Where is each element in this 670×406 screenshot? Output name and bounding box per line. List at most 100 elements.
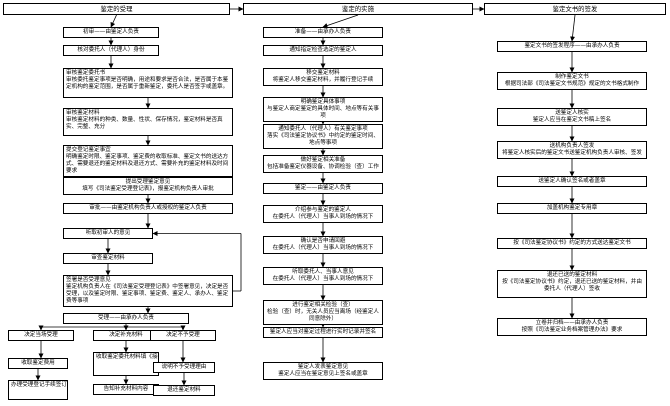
step-detail: 将鉴定人移交鉴定材料，并履行登记手续 <box>272 77 374 83</box>
step-box-m4: 明确鉴定具体事项与鉴定人商定鉴定的具体时间、地点等有关事项 <box>263 97 383 122</box>
step-detail: 鉴定机构负责人在《司法鉴定受理登记表》中签署意见，决定是否受理，以及鉴定时限、鉴… <box>66 284 229 304</box>
step-box-r6: 加盖机构鉴定专用章 <box>497 203 647 214</box>
step-detail: 在委托人（代理人）当事人到场的情况下 <box>272 245 374 251</box>
step-title: 受理——由承办人负责 <box>98 315 154 321</box>
step-box-b2a: 收取鉴定委托材料填《接收和返还材料（鉴定)清单备案》 <box>93 352 159 376</box>
step-title: 签署是否受理意见 <box>66 277 111 283</box>
step-box-s3: 审核鉴定委托书审核委托鉴定事项是否明确，用途和要求是否合法，是否属于本鉴定机构的… <box>63 68 233 98</box>
column-header-issuance: 鉴定文书的签发 <box>484 3 666 15</box>
step-detail: 根据司法部《司法鉴定文书规范》规定的文书格式制作 <box>504 81 640 87</box>
step-title: 立卷并归档——由承办人负责 <box>535 320 609 326</box>
column-header-acceptance: 鉴定的受理 <box>3 3 230 15</box>
step-title: 决定补充材料 <box>109 332 143 338</box>
step-title: 收取鉴定委托材料填《接收和返还材料（鉴定)清单备案》 <box>96 354 158 360</box>
step-title: 送鉴定人核实 <box>555 110 589 116</box>
step-title: 通知委托人（代理人）有关鉴定事项 <box>278 126 368 132</box>
step-title: 核对委托人（代理人）身份 <box>77 47 145 53</box>
step-box-r9: 立卷并归档——由承办人负责按照《司法鉴定业务档案管理办法》要求 <box>497 318 647 336</box>
step-title: 退还鉴定材料 <box>167 387 201 393</box>
step-box-r3: 送鉴定人核实鉴定人应当在鉴定文书稿上签名 <box>497 108 647 126</box>
step-title: 制作鉴定文书 <box>555 74 589 80</box>
step-title: 加盖机构鉴定专用章 <box>546 205 598 211</box>
step-box-s1: 初审——由鉴定人负责 <box>63 27 159 38</box>
step-title: 做好鉴定相关准备 <box>300 157 346 163</box>
step-box-b1b: 办理受理登记手续签订《司法鉴定协议书》 <box>8 380 68 400</box>
step-detail: 按照《司法鉴定业务档案管理办法》要求 <box>521 327 623 333</box>
step-box-s5: 提交登记鉴定事宜明确鉴定时限、鉴定事项、鉴定费的收取标准、鉴定文书的送达方式、需… <box>63 145 233 177</box>
step-detail: 在委托人（代理人）当事人到场的情况下 <box>272 214 374 220</box>
step-title: 初审——由鉴定人负责 <box>83 29 139 35</box>
step-detail: 在委托人（代理人）当事人到场的情况下 <box>272 276 374 282</box>
step-title: 听取委托人、当事人意见 <box>292 269 354 275</box>
step-title: 审批——由鉴定机构负责人或授权的鉴定人负责 <box>89 205 207 211</box>
arrow-header-s1 <box>110 14 117 28</box>
step-detail: 鉴定人应当在鉴定意见上签名或盖章 <box>278 371 368 377</box>
step-box-m2: 通知指定检查选定的鉴定人 <box>263 45 383 56</box>
step-box-r8: 退还已送的鉴定材料按《司法鉴定协议书》约定，退还已送的鉴定材料，并由委托人（代理… <box>497 270 647 298</box>
step-box-s9: 审查鉴定材料 <box>63 253 153 264</box>
step-box-r2: 制作鉴定文书根据司法部《司法鉴定文书规范》规定的文书格式制作 <box>497 72 647 90</box>
step-detail: 审核委托鉴定事项是否明确，用途和要求是否合法，是否属于本鉴定机构的鉴定范围，是否… <box>66 77 229 90</box>
step-box-m10: 听取委托人、当事人意见在委托人（代理人）当事人到场的情况下 <box>263 267 383 285</box>
step-box-b3b: 退还鉴定材料 <box>153 385 215 396</box>
step-box-m3: 移交鉴定材料将鉴定人移交鉴定材料，并履行登记手续 <box>263 68 383 86</box>
step-box-s10: 签署是否受理意见鉴定机构负责人在《司法鉴定受理登记表》中签署意见，决定是否受理，… <box>63 275 233 307</box>
step-detail: 包括准备鉴定仪器设备、协调检验（查）工作 <box>267 164 379 170</box>
step-title: 鉴定文书的签发程序——由承办人负责 <box>524 43 620 49</box>
step-box-s11: 受理——由承办人负责 <box>63 313 189 324</box>
step-box-s2: 核对委托人（代理人）身份 <box>63 45 159 56</box>
step-title: 听取初审人的意见 <box>85 230 131 236</box>
step-title: 审核鉴定材料 <box>66 110 100 116</box>
step-detail: 落实《司法鉴定协议书》中约定的鉴定时间、地点等事项 <box>267 133 379 146</box>
step-box-r4: 送机构负责人签发将鉴定人核实后的鉴定文书送鉴定机构负责人审核、签发 <box>497 141 647 159</box>
step-title: 通知指定检查选定的鉴定人 <box>289 47 357 53</box>
step-box-s6: 提出受理鉴定意见填写《司法鉴定受理登记表》，报鉴定机构负责人审批 <box>63 177 233 195</box>
step-detail: 填写《司法鉴定受理登记表》，报鉴定机构负责人审批 <box>82 186 214 192</box>
step-box-s4: 审核鉴定材料审核鉴定材料的种类、数量、性状、保存情况，鉴定材料是否真实、完整、充… <box>63 108 233 136</box>
step-title: 决定当场受理 <box>24 332 58 338</box>
step-title: 收取鉴定费用 <box>21 360 55 366</box>
step-box-b3: 决定不予受理 <box>150 330 216 341</box>
step-box-b1a: 收取鉴定费用 <box>8 358 68 369</box>
step-title: 提交登记鉴定事宜 <box>66 147 111 153</box>
step-title: 决定不予受理 <box>166 332 200 338</box>
step-box-r7: 按《司法鉴定协议书》约定的方式送达鉴定文书 <box>497 238 647 249</box>
step-title: 退还已送的鉴定材料 <box>546 272 598 278</box>
step-box-b2b: 告知补充材料内容 <box>93 384 159 395</box>
step-box-m9: 确认是否申请回避在委托人（代理人）当事人到场的情况下 <box>263 236 383 254</box>
step-detail: 按《司法鉴定协议书》约定，退还已送的鉴定材料，并由委托人（代理人）签收 <box>502 279 642 292</box>
step-title: 办理受理登记手续签订《司法鉴定协议书》 <box>11 382 67 388</box>
step-title: 提出受理鉴定意见 <box>125 179 171 185</box>
step-detail: 将鉴定人核实后的鉴定文书送鉴定机构负责人审核、签发 <box>502 150 642 156</box>
step-box-b1: 决定当场受理 <box>8 330 74 341</box>
step-title: 告知补充材料内容 <box>103 386 149 392</box>
step-title: 按《司法鉴定协议书》约定的方式送达鉴定文书 <box>513 240 631 246</box>
step-detail: 鉴定人应当在鉴定文书稿上签名 <box>532 117 612 123</box>
step-title: 鉴定人应当对鉴定过程进行实时记录并签名 <box>269 329 377 335</box>
step-title: 送机构负责人签发 <box>549 143 595 149</box>
step-title: 确认是否申请回避 <box>300 238 346 244</box>
step-box-m11: 进行鉴定相关检验（查）检验（查）时，无关人员应当离场（经鉴定人同意除外） <box>263 300 383 325</box>
step-box-m5: 通知委托人（代理人）有关鉴定事项落实《司法鉴定协议书》中约定的鉴定时间、地点等事… <box>263 124 383 149</box>
step-title: 鉴定——由鉴定人负责 <box>295 185 351 191</box>
step-title: 说明不予受理理由 <box>161 364 207 370</box>
step-box-s8: 听取初审人的意见 <box>63 228 153 239</box>
step-detail: 审核鉴定材料的种类、数量、性状、保存情况，鉴定材料是否真实、完整、充分 <box>66 117 223 130</box>
step-box-r1: 鉴定文书的签发程序——由承办人负责 <box>497 41 647 52</box>
step-detail: 明确鉴定时限、鉴定事项、鉴定费的收取标准、鉴定文书的送达方式、需要退还的鉴定材料… <box>66 154 229 174</box>
step-detail: 与鉴定人商定鉴定的具体时间、地点等有关事项 <box>267 106 379 119</box>
step-title: 送鉴定人确认签名或者盖章 <box>538 178 606 184</box>
step-box-b3a: 说明不予受理理由 <box>153 362 215 373</box>
step-title: 明确鉴定具体事项 <box>300 99 346 105</box>
arrow-header-r1 <box>570 14 576 42</box>
step-title: 移交鉴定材料 <box>306 70 340 76</box>
column-header-implementation: 鉴定的实施 <box>243 3 473 15</box>
step-title: 介绍参与鉴定的鉴定人 <box>295 207 351 213</box>
step-title: 进行鉴定相关检验（查） <box>292 302 354 308</box>
step-box-m1: 准备——由承办人负责 <box>263 27 383 38</box>
step-box-m6: 做好鉴定相关准备包括准备鉴定仪器设备、协调检验（查）工作 <box>263 155 383 173</box>
step-box-m7: 鉴定——由鉴定人负责 <box>263 183 383 194</box>
step-detail: 检验（查）时，无关人员应当离场（经鉴定人同意除外） <box>267 309 379 322</box>
